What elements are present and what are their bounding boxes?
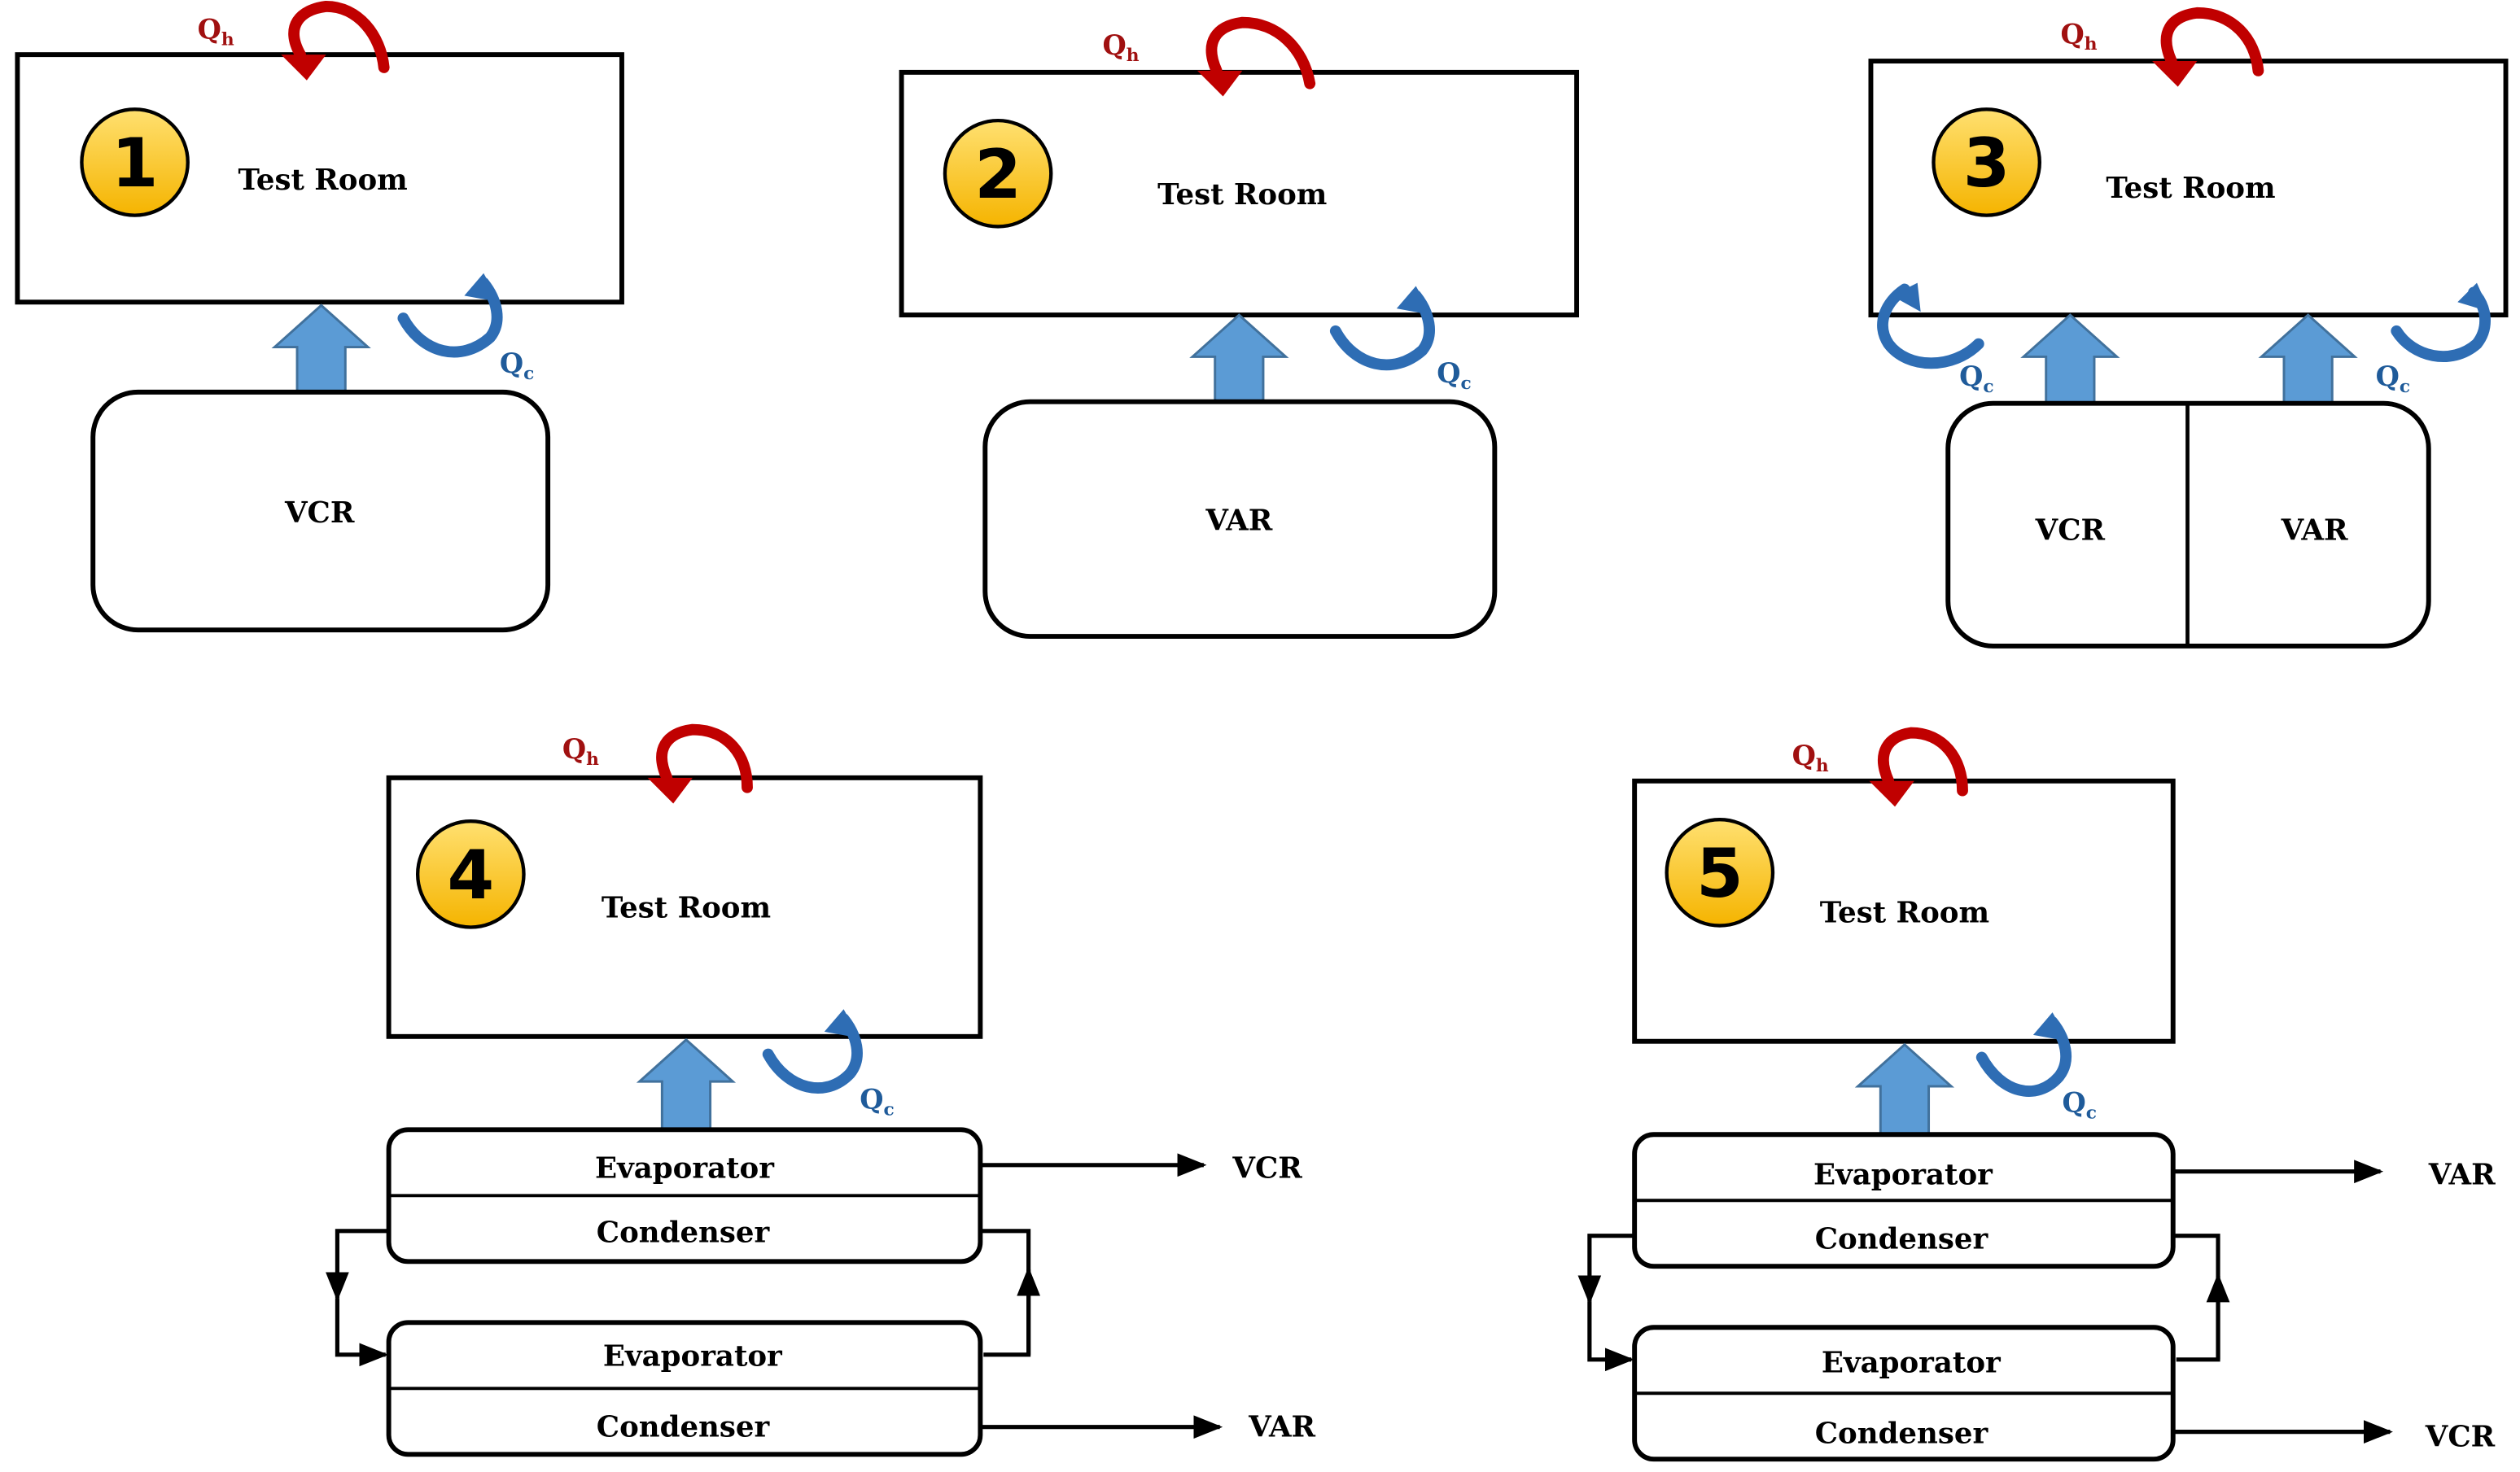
cooling-arrow-3a-icon [1877, 282, 1984, 369]
room-label-2: Test Room [1157, 178, 1327, 212]
config-4: 4 Test Room Qh Qc Evaporator Condenser E… [326, 723, 1316, 1457]
up-arrow-2-icon [1189, 313, 1289, 404]
condenser-label-4a: Condenser [597, 1216, 771, 1250]
heat-gain-arrow-3-icon [2152, 7, 2264, 87]
cooling-arrow-5-icon [1975, 1012, 2072, 1097]
cool-label-1: Qc [500, 347, 534, 384]
heat-label-2: Qh [1102, 28, 1139, 66]
cascade-connectors-5 [1577, 1160, 2393, 1444]
system-box-vcr-1 [90, 389, 551, 633]
output-label-vcr-5: VCR [2425, 1420, 2496, 1453]
cool-label-5: Qc [2062, 1086, 2096, 1124]
heat-label-5: Qh [1792, 739, 1829, 776]
up-arrow-1-icon [271, 304, 371, 394]
cool-label-3b: Qc [2376, 360, 2410, 397]
output-label-var-5: VAR [2428, 1158, 2496, 1191]
config-number-4: 4 [447, 836, 494, 915]
number-badge-3: 3 [1932, 107, 2041, 217]
cooling-arrow-2-icon [1329, 286, 1435, 371]
output-label-vcr-4: VCR [1232, 1152, 1302, 1186]
heat-gain-arrow-1-icon [281, 0, 390, 81]
cascade-connectors-4 [326, 1153, 1223, 1439]
evaporator-label-4b: Evaporator [603, 1340, 783, 1374]
cool-label-3a: Qc [1959, 360, 1993, 397]
output-label-var-4: VAR [1248, 1411, 1315, 1444]
config-5: 5 Test Room Qh Qc Evaporator Condenser E… [1577, 727, 2496, 1462]
cooling-arrow-1-icon [397, 273, 503, 358]
room-label-4: Test Room [602, 892, 771, 925]
heat-label-4: Qh [562, 732, 599, 770]
evaporator-label-4a: Evaporator [595, 1152, 775, 1186]
number-badge-5: 5 [1665, 818, 1775, 928]
condenser-label-5a: Condenser [1815, 1222, 1989, 1256]
cool-label-4: Qc [860, 1083, 894, 1120]
condenser-label-4b: Condenser [597, 1411, 771, 1444]
up-arrow-4-icon [636, 1037, 737, 1131]
up-arrow-3a-icon [2020, 313, 2120, 405]
evaporator-label-5a: Evaporator [1813, 1158, 1993, 1191]
condenser-label-5b: Condenser [1815, 1417, 1989, 1450]
number-badge-2: 2 [943, 118, 1053, 229]
cooling-arrow-4-icon [762, 1009, 863, 1094]
config-number-3: 3 [1963, 124, 2010, 203]
heat-gain-arrow-2-icon [1197, 16, 1316, 97]
config-number-5: 5 [1696, 834, 1743, 913]
system-label-var-3: VAR [2281, 514, 2348, 548]
evaporator-label-5b: Evaporator [1822, 1347, 2002, 1380]
heat-label-1: Qh [198, 12, 234, 50]
heat-gain-arrow-4-icon [647, 723, 753, 804]
cool-label-2: Qc [1437, 356, 1471, 394]
heat-gain-arrow-5-icon [1869, 727, 1968, 807]
number-badge-1: 1 [80, 107, 190, 217]
room-label-3: Test Room [2106, 172, 2275, 205]
heat-label-3: Qh [2060, 17, 2097, 55]
up-arrow-5-icon [1854, 1042, 1955, 1136]
number-badge-4: 4 [415, 819, 526, 929]
config-number-2: 2 [974, 135, 1022, 214]
room-label-1: Test Room [238, 164, 407, 197]
config-1: 1 Test Room Qh Qc VCR [15, 0, 624, 633]
system-label-var-2: VAR [1205, 504, 1272, 538]
up-arrow-3b-icon [2258, 313, 2358, 405]
system-label-vcr-1: VCR [284, 496, 355, 530]
cooling-arrow-3b-icon [2391, 282, 2491, 362]
config-number-1: 1 [112, 124, 159, 203]
config-3: 3 Test Room Qh Qc Qc VCR VAR [1868, 7, 2509, 649]
system-box-var-2 [982, 399, 1498, 640]
config-2: 2 Test Room Qh Qc VAR [899, 16, 1580, 640]
room-label-5: Test Room [1820, 897, 1989, 930]
system-label-vcr-3: VCR [2035, 514, 2106, 548]
